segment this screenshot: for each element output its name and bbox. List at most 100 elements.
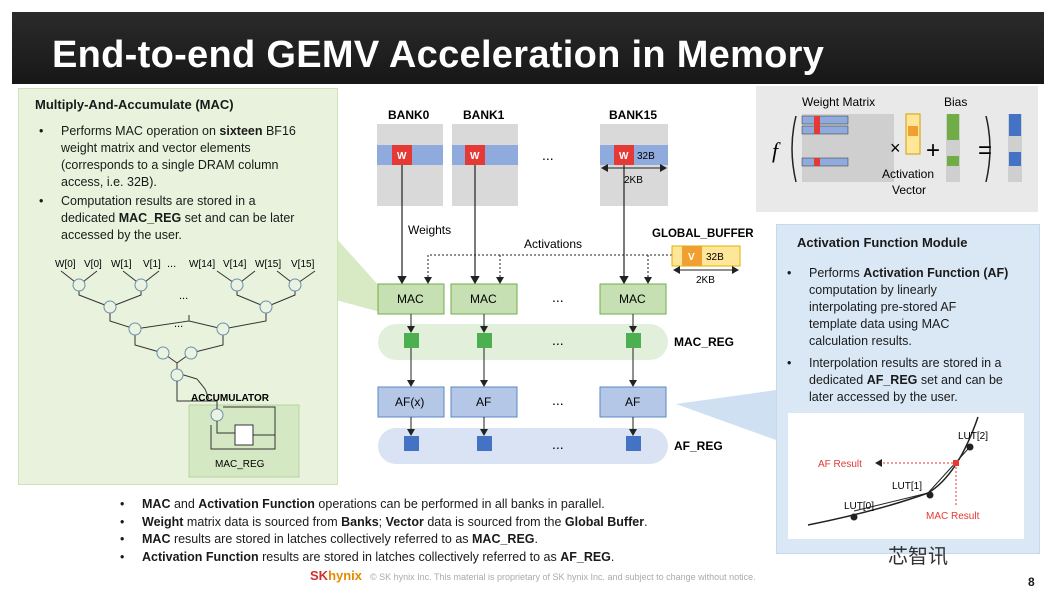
tree-input-v14: V[14] [223, 259, 247, 270]
w-label-15: W [619, 151, 629, 162]
af-interpolation-graph: LUT[0] LUT[1] LUT[2] AF Result MAC Resul… [788, 413, 1024, 539]
af-label-1: AF [476, 395, 491, 409]
bank-0 [377, 124, 443, 206]
gb-size-label: 32B [706, 252, 724, 263]
lut0-point [850, 513, 858, 521]
weight-matrix-label: Weight Matrix [802, 95, 875, 109]
note-4: •Activation Function results are stored … [120, 549, 615, 564]
mac-panel: Multiply-And-Accumulate (MAC) • Performs… [18, 88, 338, 485]
mac-ellipsis: ... [552, 289, 564, 305]
lut1-label: LUT[1] [892, 481, 922, 492]
mac-bullet-1: • Performs MAC operation on sixteen BF16… [39, 124, 296, 189]
tree-input-w1: W[1] [111, 259, 132, 270]
tree-ellipsis-low: ... [174, 318, 183, 330]
gb-width-label: 2KB [696, 275, 715, 286]
bank0-label: BANK0 [388, 108, 430, 122]
plus-sign: + [926, 137, 940, 164]
af-box-15 [599, 386, 667, 418]
note-2: •Weight matrix data is sourced from Bank… [120, 514, 648, 529]
note-3: •MAC results are stored in latches colle… [120, 532, 538, 546]
af-label-15: AF [625, 395, 640, 409]
bank-size-label: 32B [637, 151, 655, 162]
activation-label-2: Vector [892, 183, 926, 197]
mac-reg-15 [626, 333, 641, 348]
w-label-0: W [397, 151, 407, 162]
tree-input-v1: V[1] [143, 259, 161, 270]
af-callout-wedge [676, 390, 776, 440]
af-reg-ellipsis: ... [552, 436, 564, 452]
w-label-1: W [470, 151, 480, 162]
lut1-point [926, 491, 934, 499]
af-bullet-2: • Interpolation results are stored in a … [787, 356, 1003, 404]
mac-heading: Multiply-And-Accumulate (MAC) [35, 97, 234, 112]
bank15-label: BANK15 [609, 108, 657, 122]
af-bullet-1: • Performs Activation Function (AF) comp… [787, 266, 1009, 348]
global-buffer [671, 245, 741, 267]
activation-label-1: Activation [882, 167, 934, 181]
tree-input-v15: V[15] [291, 259, 315, 270]
bank-15 [600, 124, 668, 206]
times-sign: × [890, 138, 901, 158]
mac-reg-label: MAC_REG [674, 335, 734, 349]
lut0-label: LUT[0] [844, 501, 874, 512]
gemv-equation: f Weight Matrix Bias × + = Activation Ve… [772, 95, 1022, 197]
bias-label: Bias [944, 95, 967, 109]
lut2-point [966, 443, 974, 451]
mac-reg-ellipsis: ... [552, 332, 564, 348]
mac-reg-0 [404, 333, 419, 348]
af-heading: Activation Function Module [797, 235, 968, 250]
eq-f: f [772, 138, 781, 163]
mac-reg-band [378, 324, 668, 360]
gb-v-label: V [688, 252, 695, 263]
weights-label: Weights [408, 223, 451, 237]
page-number: 8 [1028, 575, 1035, 589]
tree-input-w15: W[15] [255, 259, 281, 270]
tree-input-w14: W[14] [189, 259, 215, 270]
copyright-text: © SK hynix Inc. This material is proprie… [370, 572, 756, 582]
equals-sign: = [978, 137, 992, 164]
activations-label: Activations [524, 237, 582, 251]
mac-result-label: MAC Result [926, 511, 980, 522]
af-ellipsis: ... [552, 392, 564, 408]
bank-1 [452, 124, 518, 206]
af-result-label: AF Result [818, 459, 862, 470]
bank1-label: BANK1 [463, 108, 505, 122]
mac-label-0: MAC [397, 292, 424, 306]
equation-panel: f Weight Matrix Bias × + = Activation Ve… [756, 86, 1038, 212]
sk-hynix-logo: SKhynix [310, 568, 363, 583]
note-1: •MAC and Activation Function operations … [120, 497, 605, 511]
tree-ellipsis-top: ... [167, 258, 176, 270]
af-label-0: AF(x) [395, 395, 424, 409]
af-box-0 [377, 386, 445, 418]
af-reg-0 [404, 436, 419, 451]
global-buffer-label: GLOBAL_BUFFER [652, 228, 754, 240]
bank-ellipsis: ... [542, 147, 554, 163]
af-reg-label: AF_REG [674, 439, 723, 453]
mac-label-1: MAC [470, 292, 497, 306]
af-panel: Activation Function Module • Performs Ac… [776, 224, 1040, 554]
af-box-1 [450, 386, 518, 418]
tree-input-w0: W[0] [55, 259, 76, 270]
tree-input-v0: V[0] [84, 259, 102, 270]
title-bar: End-to-end GEMV Acceleration in Memory [12, 12, 1044, 84]
lut2-label: LUT[2] [958, 431, 988, 442]
af-reg-1 [477, 436, 492, 451]
mac-box-15 [599, 283, 667, 315]
page-title: End-to-end GEMV Acceleration in Memory [52, 34, 825, 76]
af-reg-15 [626, 436, 641, 451]
watermark: 芯智讯 [888, 546, 948, 568]
tree-ellipsis-mid: ... [179, 290, 188, 302]
summary-notes: •MAC and Activation Function operations … [120, 496, 760, 566]
interp-point [953, 460, 959, 466]
mac-bullet-2: • Computation results are stored in a de… [39, 194, 295, 242]
mac-adder-tree: W[0] V[0] W[1] V[1] W[14] V[14] W[15] V[… [55, 258, 316, 478]
accumulator-label: ACCUMULATOR [191, 393, 270, 404]
mac-reg-1 [477, 333, 492, 348]
bank-width-label: 2KB [624, 175, 643, 186]
tree-mac-reg-label: MAC_REG [215, 459, 265, 470]
mac-box-0 [377, 283, 445, 315]
mac-label-15: MAC [619, 292, 646, 306]
af-reg-band [378, 428, 668, 464]
mac-callout-wedge [336, 238, 380, 312]
